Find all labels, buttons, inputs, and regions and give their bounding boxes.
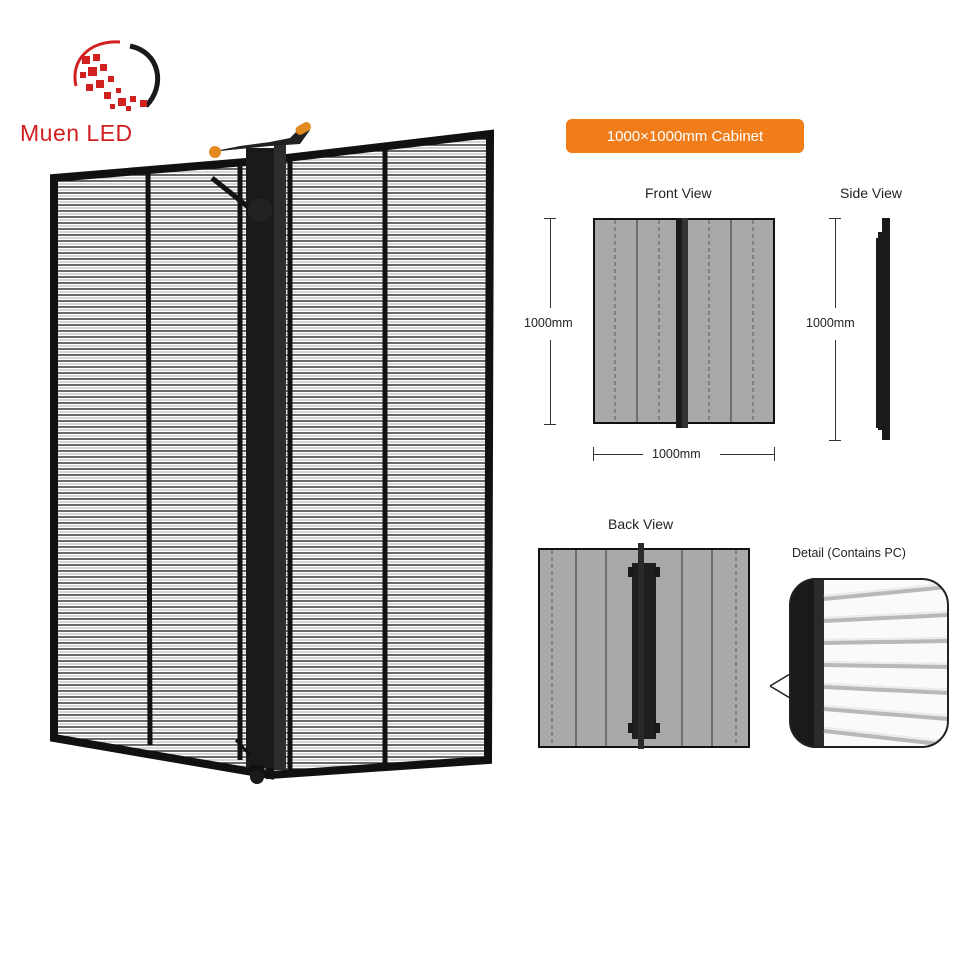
back-view-title: Back View xyxy=(608,516,674,532)
transparent-led-panel-image xyxy=(40,120,500,890)
pixel-swirl-logo-icon xyxy=(73,40,161,111)
cabinet-size-badge: 1000×1000mm Cabinet xyxy=(566,119,804,153)
front-view-width-label: 1000mm xyxy=(652,447,701,461)
detail-closeup-image xyxy=(768,578,950,748)
brand-name: Muen LED xyxy=(20,120,133,146)
side-view-height-label: 1000mm xyxy=(806,316,855,330)
side-view-diagram xyxy=(874,218,894,440)
detail-title: Detail (Contains PC) xyxy=(792,546,906,560)
front-view-title: Front View xyxy=(645,185,712,201)
back-view-diagram xyxy=(538,543,750,749)
front-view-height-label: 1000mm xyxy=(524,316,573,330)
side-view-title: Side View xyxy=(840,185,903,201)
brand-logo: Muen LED xyxy=(20,40,180,150)
front-view-diagram xyxy=(593,218,775,428)
